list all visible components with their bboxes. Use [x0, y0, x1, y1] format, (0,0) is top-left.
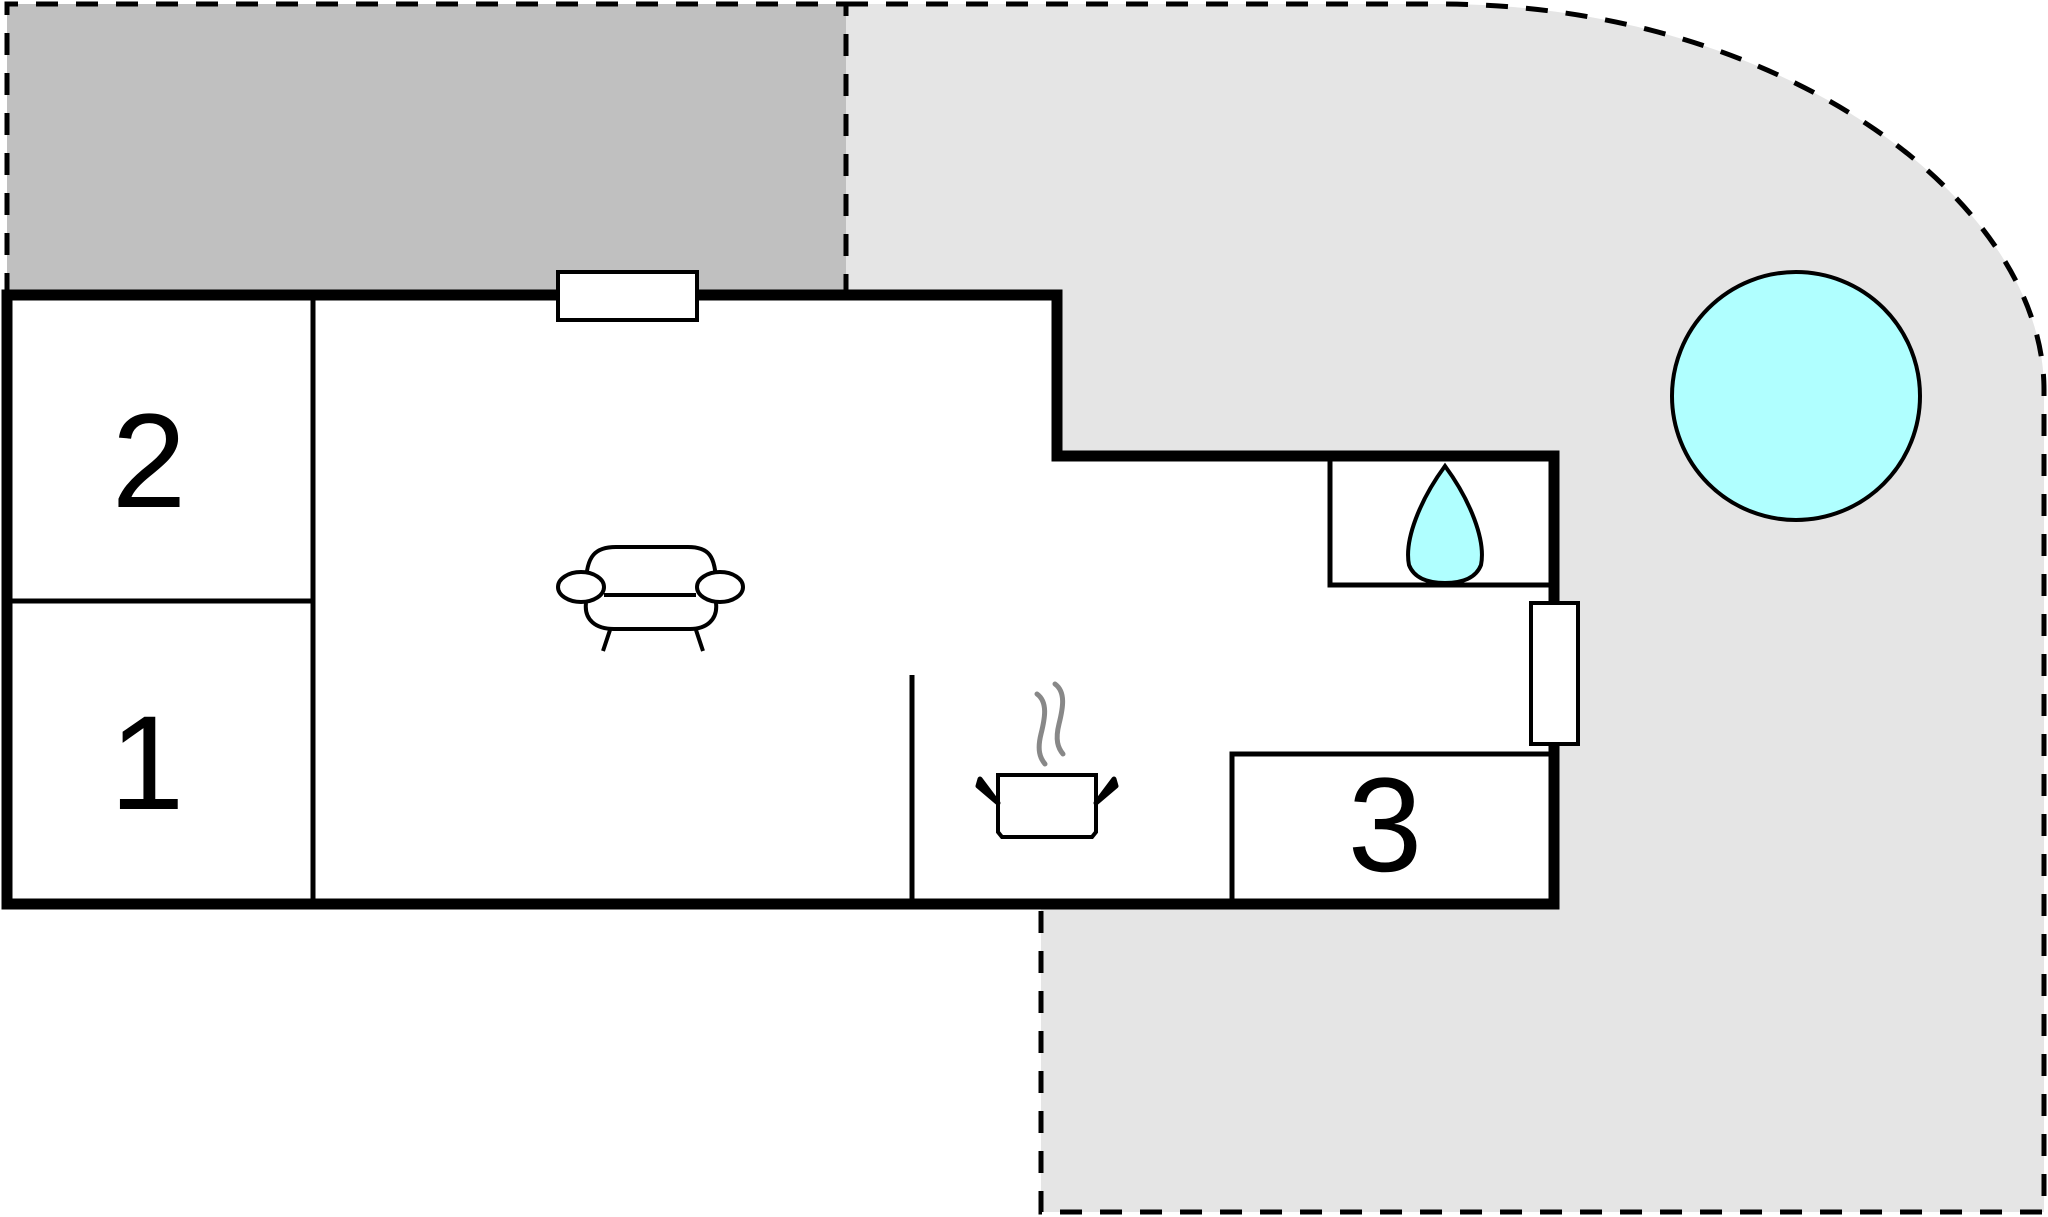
outer-walls: [1, 289, 1560, 910]
garden-outline: [846, 1, 2047, 1215]
room-label-2: 2: [111, 387, 187, 536]
terrace-area: [7, 4, 846, 295]
water-drop-icon: [1406, 462, 1484, 586]
window-top: [556, 270, 699, 322]
house-interior: [7, 295, 1554, 904]
cooking-pot-icon: [975, 681, 1119, 839]
room-label-1: 1: [109, 689, 185, 838]
window-right: [1529, 601, 1580, 746]
room-label-3: 3: [1347, 751, 1423, 900]
pool: [1670, 270, 1922, 522]
sofa-icon: [556, 545, 745, 652]
